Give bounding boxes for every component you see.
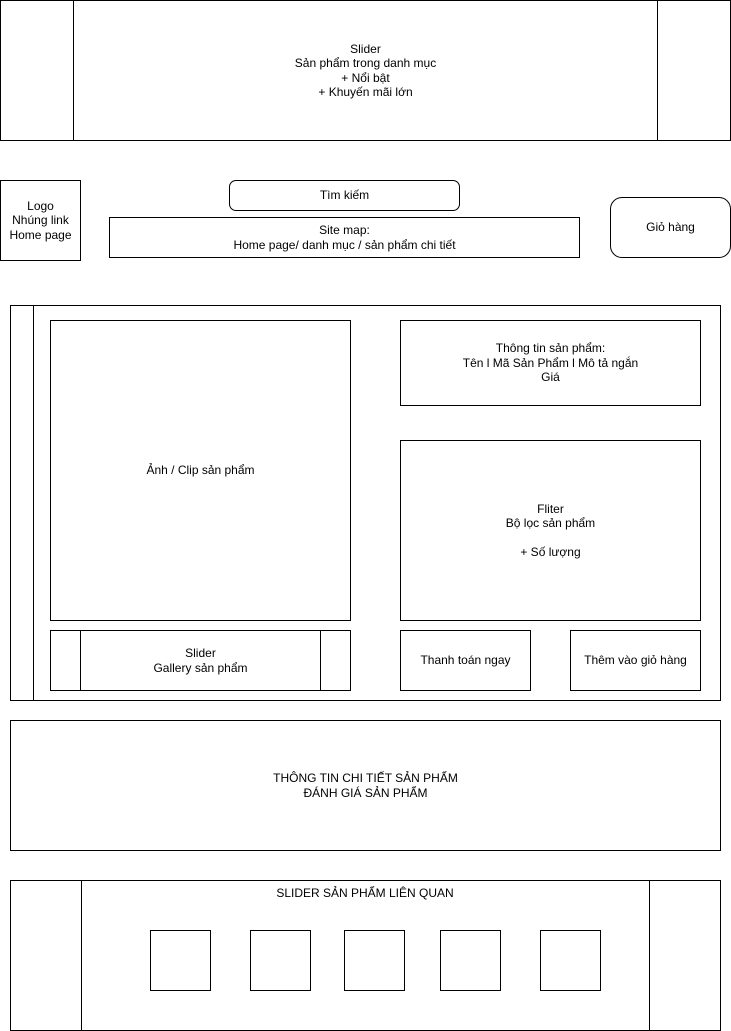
logo-text: Logo Nhúng link Home page <box>9 199 71 243</box>
top-slider-line: + Khuyến mãi lớn <box>318 85 413 99</box>
gallery-slider[interactable]: Slider Gallery sản phẩm <box>50 630 351 691</box>
gallery-right-arrow-area[interactable] <box>320 630 321 691</box>
gallery-left-arrow-area[interactable] <box>80 630 81 691</box>
buy-now-button[interactable]: Thanh toán ngay <box>400 630 531 691</box>
product-media-label: Ảnh / Clip sản phẩm <box>146 463 255 478</box>
product-info: Thông tin sản phẩm: Tên l Mã Sản Phẩm l … <box>400 320 701 406</box>
breadcrumb-line: Site map: <box>319 223 370 237</box>
related-product-card[interactable] <box>250 930 311 991</box>
product-info-line: Thông tin sản phẩm: <box>495 341 606 356</box>
logo-home-link[interactable]: Logo Nhúng link Home page <box>0 180 81 261</box>
product-info-line: Tên l Mã Sản Phẩm l Mô tả ngắn <box>462 355 639 370</box>
top-slider-line: Slider <box>350 41 381 56</box>
product-section-divider <box>33 305 34 701</box>
top-slider-right-arrow-area[interactable] <box>657 0 658 141</box>
top-slider-left-arrow-area[interactable] <box>73 0 74 141</box>
product-filter-line: Bộ lọc sản phẩm <box>505 516 596 530</box>
product-detail-line: ĐÁNH GIÁ SẢN PHẨM <box>303 785 428 800</box>
product-info-line: Giá <box>541 370 560 385</box>
product-detail-text: THÔNG TIN CHI TIẾT SẢN PHẨM ĐÁNH GIÁ SẢN… <box>273 771 458 800</box>
related-product-card[interactable] <box>540 930 601 991</box>
related-right-arrow-area[interactable] <box>649 880 650 1031</box>
related-products-title: SLIDER SẢN PHẨM LIÊN QUAN <box>276 886 454 900</box>
product-detail-line: THÔNG TIN CHI TIẾT SẢN PHẨM <box>273 771 458 785</box>
gallery-slider-line: Gallery sản phẩm <box>153 660 248 675</box>
product-filter-line: + Số lượng <box>520 545 581 559</box>
add-to-cart-button[interactable]: Thêm vào giỏ hàng <box>570 630 701 691</box>
related-product-card[interactable] <box>344 930 405 991</box>
buy-now-label: Thanh toán ngay <box>420 653 511 668</box>
gallery-slider-line: Slider <box>185 646 216 660</box>
product-filter-text: Fliter Bộ lọc sản phẩm + Số lượng <box>506 502 595 560</box>
logo-line: Nhúng link <box>12 213 69 228</box>
logo-line: Home page <box>9 227 72 242</box>
search-label: Tìm kiếm <box>319 188 370 203</box>
top-slider-text: Slider Sản phẩm trong danh mục + Nổi bật… <box>295 42 436 100</box>
product-detail-section: THÔNG TIN CHI TIẾT SẢN PHẨM ĐÁNH GIÁ SẢN… <box>10 720 721 851</box>
cart-label: Giỏ hàng <box>646 220 695 235</box>
cart-button[interactable]: Giỏ hàng <box>610 197 731 258</box>
search-input[interactable]: Tìm kiếm <box>229 180 460 211</box>
product-media[interactable]: Ảnh / Clip sản phẩm <box>50 320 351 621</box>
breadcrumb-text: Site map: Home page/ danh mục / sản phẩm… <box>233 223 455 252</box>
top-slider[interactable]: Slider Sản phẩm trong danh mục + Nổi bật… <box>0 0 731 141</box>
top-slider-line: Sản phẩm trong danh mục <box>294 56 437 70</box>
related-left-arrow-area[interactable] <box>81 880 82 1031</box>
top-slider-line: + Nổi bật <box>341 70 390 85</box>
related-product-card[interactable] <box>150 930 211 991</box>
related-product-card[interactable] <box>440 930 501 991</box>
add-to-cart-label: Thêm vào giỏ hàng <box>584 653 687 668</box>
product-info-text: Thông tin sản phẩm: Tên l Mã Sản Phẩm l … <box>463 341 638 385</box>
product-filter-line: Fliter <box>537 501 564 516</box>
product-filter-line <box>506 531 595 546</box>
logo-line: Logo <box>27 198 54 213</box>
product-filter[interactable]: Fliter Bộ lọc sản phẩm + Số lượng <box>400 440 701 621</box>
breadcrumb-line: Home page/ danh mục / sản phẩm chi tiết <box>233 237 456 252</box>
gallery-slider-text: Slider Gallery sản phẩm <box>153 646 247 675</box>
breadcrumb[interactable]: Site map: Home page/ danh mục / sản phẩm… <box>109 217 580 258</box>
